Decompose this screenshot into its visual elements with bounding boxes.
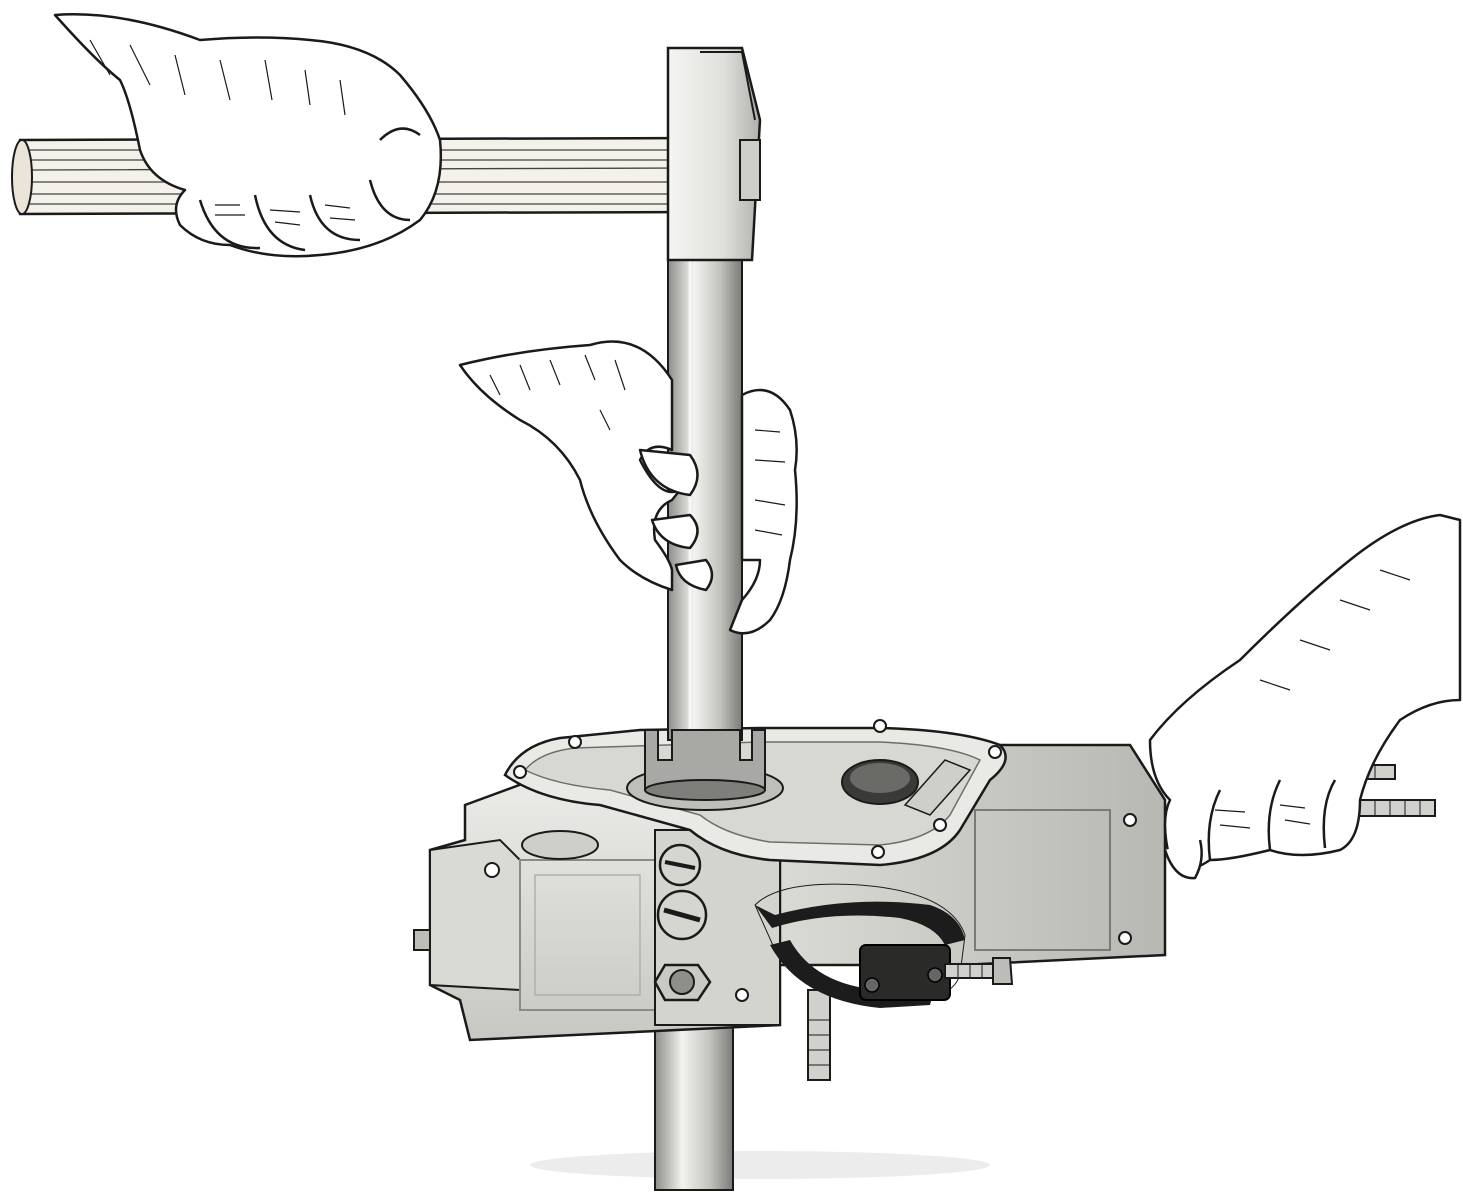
hand-holding-case [1148,513,1462,880]
hand-holding-drift [458,340,798,635]
ground-shadow [530,1151,990,1179]
gearbox-case [413,719,1167,1042]
case-plugs [653,843,712,1002]
clamp-strap [754,883,1014,1008]
lower-bolt [807,989,831,1081]
hand-holding-hammer [53,13,443,258]
drift-lower [654,1019,734,1191]
